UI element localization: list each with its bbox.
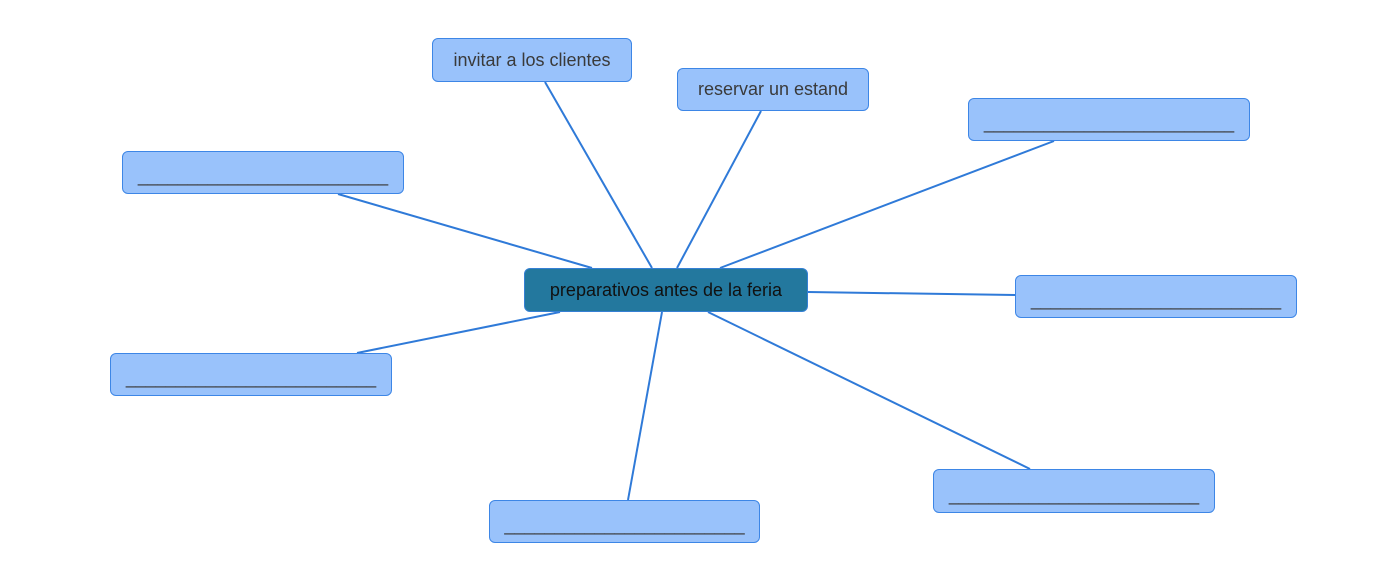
blank-node-bottom-right[interactable]: _________________________ [933,469,1215,513]
blank-node-right[interactable]: _________________________ [1015,275,1297,318]
center-topic-node[interactable]: preparativos antes de la feria [524,268,808,312]
link-blank-bottom-right [707,311,1031,470]
link-blank-left-lower [356,311,561,354]
link-blank-bottom [627,311,663,501]
blank-label: _________________________ [1030,290,1282,310]
blank-label: _________________________ [948,484,1200,505]
blank-label: ________________________ [504,515,745,535]
topic-node-reservar[interactable]: reservar un estand [677,68,869,111]
blank-label: _________________________ [137,166,389,186]
link-blank-top-right [719,140,1055,269]
link-invitar [544,81,653,269]
topic-label: invitar a los clientes [453,49,611,70]
link-blank-right [807,291,1016,296]
blank-node-left-lower[interactable]: _________________________ [110,353,392,396]
topic-node-invitar[interactable]: invitar a los clientes [432,38,632,82]
topic-label: reservar un estand [697,79,849,99]
link-blank-left-upper [337,193,593,269]
blank-node-left-upper[interactable]: _________________________ [122,151,404,194]
blank-label: _________________________ [125,368,377,388]
link-reservar [676,110,762,269]
blank-label: _________________________ [983,113,1235,133]
blank-node-bottom[interactable]: ________________________ [489,500,760,543]
center-topic-label: preparativos antes de la feria [549,279,783,300]
blank-node-top-right[interactable]: _________________________ [968,98,1250,141]
